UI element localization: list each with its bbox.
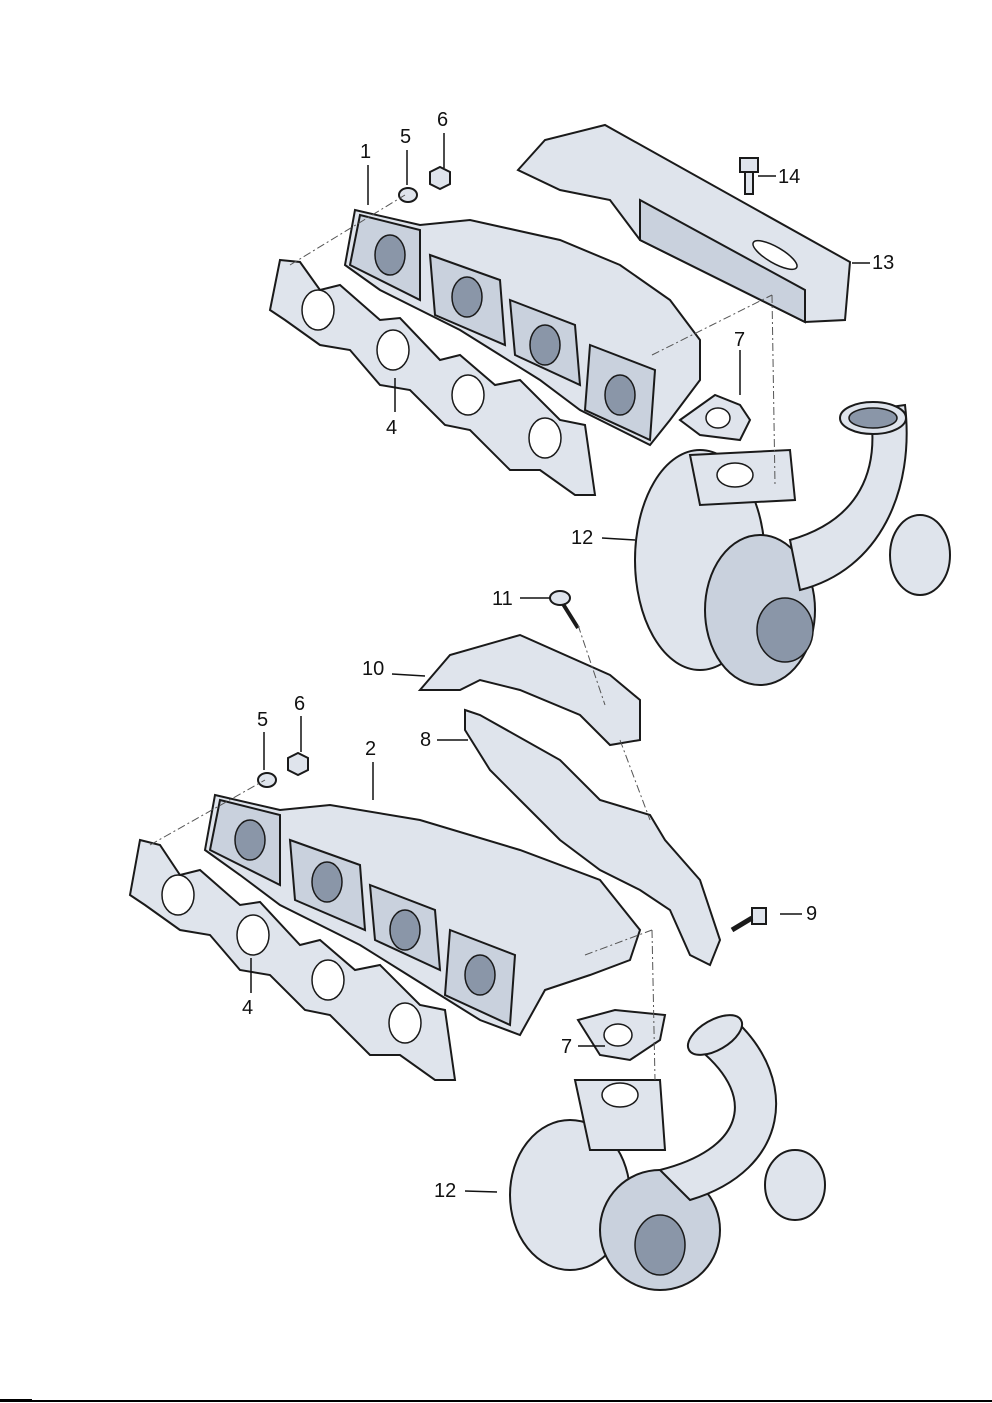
top-turbocharger-12 xyxy=(634,401,951,686)
callout-bottom-8: 8 xyxy=(420,729,431,751)
bottom-bolt-9 xyxy=(730,907,767,933)
callout-top-5: 5 xyxy=(400,126,411,148)
bottom-turbocharger-12 xyxy=(509,1014,826,1291)
callout-bottom-12: 12 xyxy=(434,1180,456,1202)
callout-top-13: 13 xyxy=(872,252,894,274)
callout-bottom-5: 5 xyxy=(257,709,268,731)
callout-bottom-2: 2 xyxy=(365,738,376,760)
callout-top-7: 7 xyxy=(734,329,745,351)
top-bolt-14 xyxy=(739,157,759,195)
bottom-nut-6 xyxy=(287,751,309,777)
bottom-manifold-2 xyxy=(203,793,642,1037)
callout-top-1: 1 xyxy=(360,141,371,163)
callout-bottom-7: 7 xyxy=(561,1036,572,1058)
callout-bottom-11: 11 xyxy=(492,588,513,610)
top-dash-lines xyxy=(289,194,776,486)
bottom-washer-5 xyxy=(257,772,277,788)
callout-bottom-4: 4 xyxy=(242,997,253,1019)
callout-top-6: 6 xyxy=(437,109,448,131)
top-turbo-gasket-7 xyxy=(678,393,752,442)
top-nut-6 xyxy=(429,165,451,191)
top-manifold-1 xyxy=(343,208,701,447)
bottom-bolt-11 xyxy=(549,590,580,630)
callout-bottom-9: 9 xyxy=(806,903,817,925)
callout-top-14: 14 xyxy=(778,166,800,188)
bottom-gasket-4 xyxy=(128,838,457,1081)
bottom-heat-shield-10 xyxy=(417,633,641,747)
callout-top-12: 12 xyxy=(571,527,593,549)
leader-lines xyxy=(250,133,870,1193)
callout-bottom-10: 10 xyxy=(362,658,384,680)
top-gasket-4 xyxy=(268,258,597,496)
bottom-dash-lines xyxy=(149,624,656,1081)
callout-bottom-6: 6 xyxy=(294,693,305,715)
callout-top-4: 4 xyxy=(386,417,397,439)
top-washer-5 xyxy=(398,187,418,203)
bottom-bracket-8 xyxy=(464,708,722,967)
bottom-rule xyxy=(0,1400,992,1402)
top-heat-shield-13 xyxy=(516,123,852,324)
bottom-turbo-gasket-7 xyxy=(576,1008,667,1062)
